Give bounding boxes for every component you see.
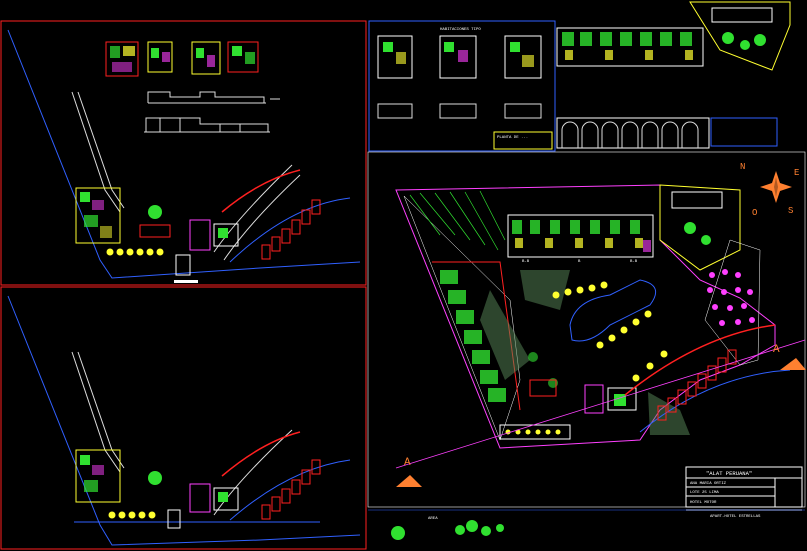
title-line2: ANA MARIA ORTIZ bbox=[690, 482, 727, 486]
elevations-top-left bbox=[144, 91, 280, 133]
title-footer: APART-HOTEL ESTRELLAS bbox=[710, 515, 761, 519]
top-right-strip bbox=[556, 1, 791, 149]
detail-sheet-stamp: PLANTA DE ... bbox=[497, 136, 528, 140]
panel-top-left bbox=[0, 20, 367, 286]
compass-rose: N E S O bbox=[740, 162, 799, 218]
row-label-3: B-B bbox=[630, 260, 638, 264]
title-line3: LOTE 25 LIMA bbox=[690, 491, 719, 495]
compass-o: O bbox=[752, 208, 757, 218]
room-column-main bbox=[440, 270, 506, 402]
main-site-plan: B-B B B-B bbox=[367, 151, 806, 508]
room-block-left-bottom bbox=[75, 449, 121, 503]
parking-row-top-left bbox=[261, 199, 321, 260]
compass-s: S bbox=[788, 206, 793, 216]
tree-row bbox=[106, 248, 164, 256]
detail-sheet-header: HABITACIONES TIPO bbox=[440, 28, 481, 32]
compass-e: E bbox=[794, 168, 799, 178]
row-label-2: B bbox=[578, 260, 581, 264]
site-boundary-blue bbox=[7, 29, 361, 279]
title-block: "ALAT PERUANA" ANA MARIA ORTIZ LOTE 25 L… bbox=[685, 466, 803, 519]
small-label: AREA bbox=[428, 517, 438, 521]
central-building-top-left bbox=[139, 219, 239, 283]
title-project: "ALAT PERUANA" bbox=[706, 470, 752, 477]
panel-bottom-left bbox=[0, 286, 367, 550]
room-thumbnails-top-left bbox=[105, 41, 259, 77]
section-mark-right: A bbox=[773, 344, 780, 356]
section-mark-left: A bbox=[404, 457, 411, 469]
compass-n: N bbox=[740, 162, 745, 172]
room-block-main: B-B B B-B bbox=[507, 214, 654, 264]
title-line4: HOTEL MOTOR bbox=[690, 501, 717, 505]
room-block-left bbox=[75, 187, 121, 244]
bottom-legend: AREA bbox=[368, 509, 805, 540]
detail-sheet: HABITACIONES TIPO PLANTA DE ... bbox=[368, 20, 556, 152]
row-label-1: B-B bbox=[522, 260, 530, 264]
